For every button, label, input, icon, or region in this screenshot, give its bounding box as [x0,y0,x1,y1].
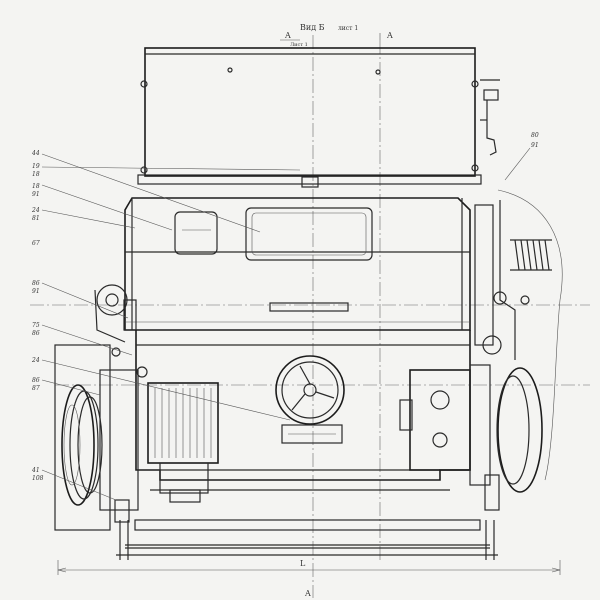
left-pulley [54,344,148,531]
top-housing [137,47,500,188]
callouts: 44 19 18 18 91 24 81 67 86 91 75 86 24 8… [31,132,539,482]
callout-3: 24 [31,207,40,214]
callout-10: 80 [531,132,539,139]
governor-spring [510,239,552,271]
nameplate [281,424,343,444]
callout-8-sub: 87 [32,385,40,392]
center-axes [30,35,590,598]
right-assembly [399,189,563,511]
sheet-top-label: Лист 1 [290,42,308,48]
callout-1: 19 [32,163,40,170]
dimension-label: L [300,559,306,568]
callout-9: 41 [31,467,40,474]
callout-10-sub: 91 [531,142,539,149]
callout-1-sub: 18 [32,171,40,178]
section-mark-right: A [386,31,393,40]
callout-9-sub: 108 [32,475,44,482]
starter-motor [147,382,219,503]
callout-7: 24 [31,357,40,364]
callout-5-sub: 91 [32,288,40,295]
callout-3-sub: 81 [32,215,40,222]
callout-6-sub: 86 [32,330,40,337]
leader-lines [41,147,531,501]
inspection-cover-main [245,207,373,261]
callout-6: 75 [32,322,40,329]
callout-0: 44 [31,150,40,157]
section-mark-left: A [284,31,291,40]
callout-2: 18 [32,183,40,190]
callout-4: 67 [32,240,40,247]
overall-dimension: L A [57,559,561,598]
callout-2-sub: 91 [32,191,40,198]
view-title: Вид Б лист 1 A A Лист 1 [280,23,393,48]
callout-5: 86 [32,280,40,287]
base-frame [116,520,498,560]
inspection-cover-left [174,211,218,255]
view-sheet-ref: лист 1 [338,25,358,32]
callout-8: 86 [32,377,40,384]
view-title-text: Вид Б [300,23,325,32]
section-mark-bottom: A [304,589,311,598]
hand-wheel [275,355,345,444]
slot [269,302,349,312]
engine-block [94,197,494,346]
